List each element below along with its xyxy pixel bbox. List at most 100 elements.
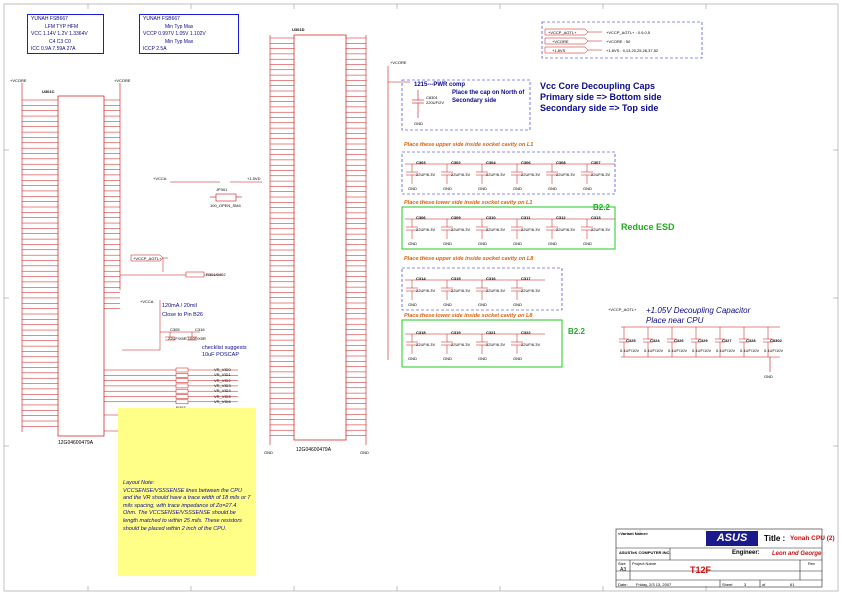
cap-value: 22UF/6.3V bbox=[416, 342, 436, 347]
cap-ref: C318 bbox=[416, 330, 426, 335]
engineer-name: Leon and George bbox=[772, 551, 822, 557]
resistor-ref: R301/0402 bbox=[206, 272, 226, 277]
gnd-label: GND bbox=[443, 241, 452, 246]
cap-values: 22UF/X5R 100F/X5R bbox=[168, 336, 206, 341]
gnd-label: GND bbox=[478, 241, 487, 246]
cap-ref: C317 bbox=[521, 276, 531, 281]
vid-resistor bbox=[175, 399, 189, 405]
fsb-spec-table-vcc: YUNAH FSB667 LFM TYP HFM VCC 1.14V 1.2V … bbox=[27, 14, 104, 54]
decoupling-title-line: Primary side => Bottom side bbox=[540, 92, 662, 102]
cap-ref: C310 bbox=[486, 215, 496, 220]
layout-note-box: Layout Note: VCCSENSE/VSSSENSE lines bet… bbox=[118, 408, 256, 576]
cap-ref: C316 bbox=[486, 276, 496, 281]
cap-ref: C319 bbox=[451, 330, 461, 335]
cap-ref: C326 bbox=[674, 338, 684, 343]
net-ref-vccp-agtl: +VCCP_AGTL+ : 0.9,0,5 bbox=[606, 30, 651, 35]
vcca-note-place: Close to Pin B26 bbox=[162, 312, 203, 318]
gnd-label: GND bbox=[443, 186, 452, 191]
gnd-label: GND bbox=[443, 302, 452, 307]
vid-resistor bbox=[175, 373, 189, 378]
cap-value: 22UF/6.3V bbox=[451, 342, 471, 347]
cap-value: 22UF/6.3V bbox=[416, 172, 436, 177]
annotation-b2-2: B2.2 bbox=[593, 203, 610, 212]
cap-ref: C321 bbox=[486, 330, 496, 335]
chip-u301c-body bbox=[21, 83, 121, 437]
gnd-label: GND bbox=[513, 302, 522, 307]
size-value: A3 bbox=[620, 567, 627, 573]
jumper-ref: JP301 bbox=[216, 187, 228, 192]
cap-ref: C315 bbox=[451, 276, 461, 281]
vid-net-label: VR_VID1 bbox=[214, 372, 231, 378]
net-vcore-rail: +VCORE bbox=[390, 60, 407, 65]
vccp-decoup-title: +1.05V Decoupling Capacitor Place near C… bbox=[646, 306, 750, 326]
gnd-label: GND bbox=[408, 302, 417, 307]
vid-resistor bbox=[175, 367, 189, 373]
gnd-label: GND bbox=[414, 121, 423, 126]
cap-ref: C305 bbox=[170, 327, 180, 332]
pwr-comp-label: 1215---PWR comp bbox=[414, 82, 466, 88]
annotation-b2-2-second: B2.2 bbox=[568, 327, 585, 336]
fsb-table-title: YUNAH FSB667 bbox=[31, 16, 68, 22]
cap-value: 22UF/6.3V bbox=[486, 172, 506, 177]
asus-logo: ASUS bbox=[706, 531, 758, 546]
net-ref-1v8s: +1.8VS : 9,13,20,25,28,37,52 bbox=[606, 48, 659, 53]
cap-value: 22UF/6.3V bbox=[486, 288, 506, 293]
vcca-note: 120mA / 20mil Close to Pin B26 bbox=[162, 302, 203, 320]
net-label-vcore: +VCORE bbox=[552, 39, 569, 44]
fsb-spec-table-vccp: YUNAH FSB667 Min Typ Max VCCP 0.997V 1.0… bbox=[139, 14, 239, 54]
cap-ref: C311 bbox=[521, 215, 531, 220]
jumper-value: 100_OPEN_SM4 bbox=[210, 203, 241, 208]
vid-net-label: VR_VID3 bbox=[214, 382, 231, 388]
chip-ref-u301d: U301D bbox=[292, 27, 305, 32]
fsb-table-title: YUNAH FSB667 bbox=[143, 16, 180, 22]
sheet-label: Sheet bbox=[722, 582, 733, 587]
cap-ref: C306 bbox=[521, 160, 531, 165]
vcca-note-current: 120mA / 20mil bbox=[162, 303, 197, 309]
cap-value: 22UF/6.3V bbox=[416, 227, 436, 232]
fsb-table-header: Min Typ Max bbox=[165, 23, 194, 30]
cap-value: 0.1UF/10V bbox=[740, 348, 760, 353]
gnd-label: GND bbox=[513, 241, 522, 246]
cap-section-label: Place these lower side inside socket cav… bbox=[404, 313, 533, 319]
cap-value: 0.1UF/10V bbox=[764, 348, 784, 353]
net-1v5d: +1.5VD bbox=[247, 176, 261, 181]
cap-ref: C314 bbox=[416, 276, 426, 281]
gnd-label: GND bbox=[443, 356, 452, 361]
cap-ref: C328 bbox=[746, 338, 756, 343]
cap-ref: C8301 bbox=[426, 95, 438, 100]
cap-ref: C302 bbox=[451, 160, 461, 165]
vid-net-label: VR_VID2 bbox=[214, 377, 231, 383]
cap-section-label: Place these upper side inside socket cav… bbox=[404, 142, 534, 148]
checklist-note: checklist suggests 10uF POSCAP bbox=[202, 345, 247, 359]
cap-value: 22UF/6.3V bbox=[521, 288, 541, 293]
fsb-table-row: VCCP 0.997V 1.05V 1.102V bbox=[143, 31, 206, 37]
gnd-label: GND bbox=[264, 450, 273, 455]
cap-ref: C316 bbox=[195, 327, 205, 332]
checklist-line: checklist suggests bbox=[202, 345, 247, 351]
cap-value: 22UF/6.3V bbox=[486, 227, 506, 232]
vid-resistor bbox=[175, 388, 189, 394]
cap-value: 0.1UF/10V bbox=[716, 348, 736, 353]
cap-value: 22UF/6.3V bbox=[451, 172, 471, 177]
cap-ref: C329 bbox=[698, 338, 708, 343]
gnd-label: GND bbox=[583, 186, 592, 191]
cap-ref: C8302 bbox=[770, 338, 782, 343]
cap-ref: C303 bbox=[416, 160, 426, 165]
vccp-decoup-title-line: Place near CPU bbox=[646, 316, 704, 325]
net-vcore-left: +VCORE bbox=[10, 78, 27, 83]
gnd-label: GND bbox=[513, 186, 522, 191]
sheet-total: 61 bbox=[790, 582, 795, 587]
cap-ref: C306 bbox=[416, 215, 426, 220]
variant-name: <Variant Name> bbox=[618, 531, 649, 536]
cap-ref: C325 bbox=[626, 338, 636, 343]
vid-net-label: VR_VID5 bbox=[214, 393, 231, 399]
annotation-reduce-esd: Reduce ESD bbox=[621, 222, 675, 232]
checklist-line: 10uF POSCAP bbox=[202, 352, 239, 358]
fsb-table-row: VCC 1.14V 1.2V 1.3364V bbox=[31, 31, 88, 37]
fsb-table-header: LFM TYP HFM bbox=[45, 23, 79, 30]
cap-value: 22UF/6.3V bbox=[521, 342, 541, 347]
fsb-table-row: ICCP 2.5A bbox=[143, 46, 167, 52]
cap-ref: C313 bbox=[591, 215, 601, 220]
cap-value: 22UF/6.3V bbox=[521, 172, 541, 177]
gnd-label: GND bbox=[478, 302, 487, 307]
